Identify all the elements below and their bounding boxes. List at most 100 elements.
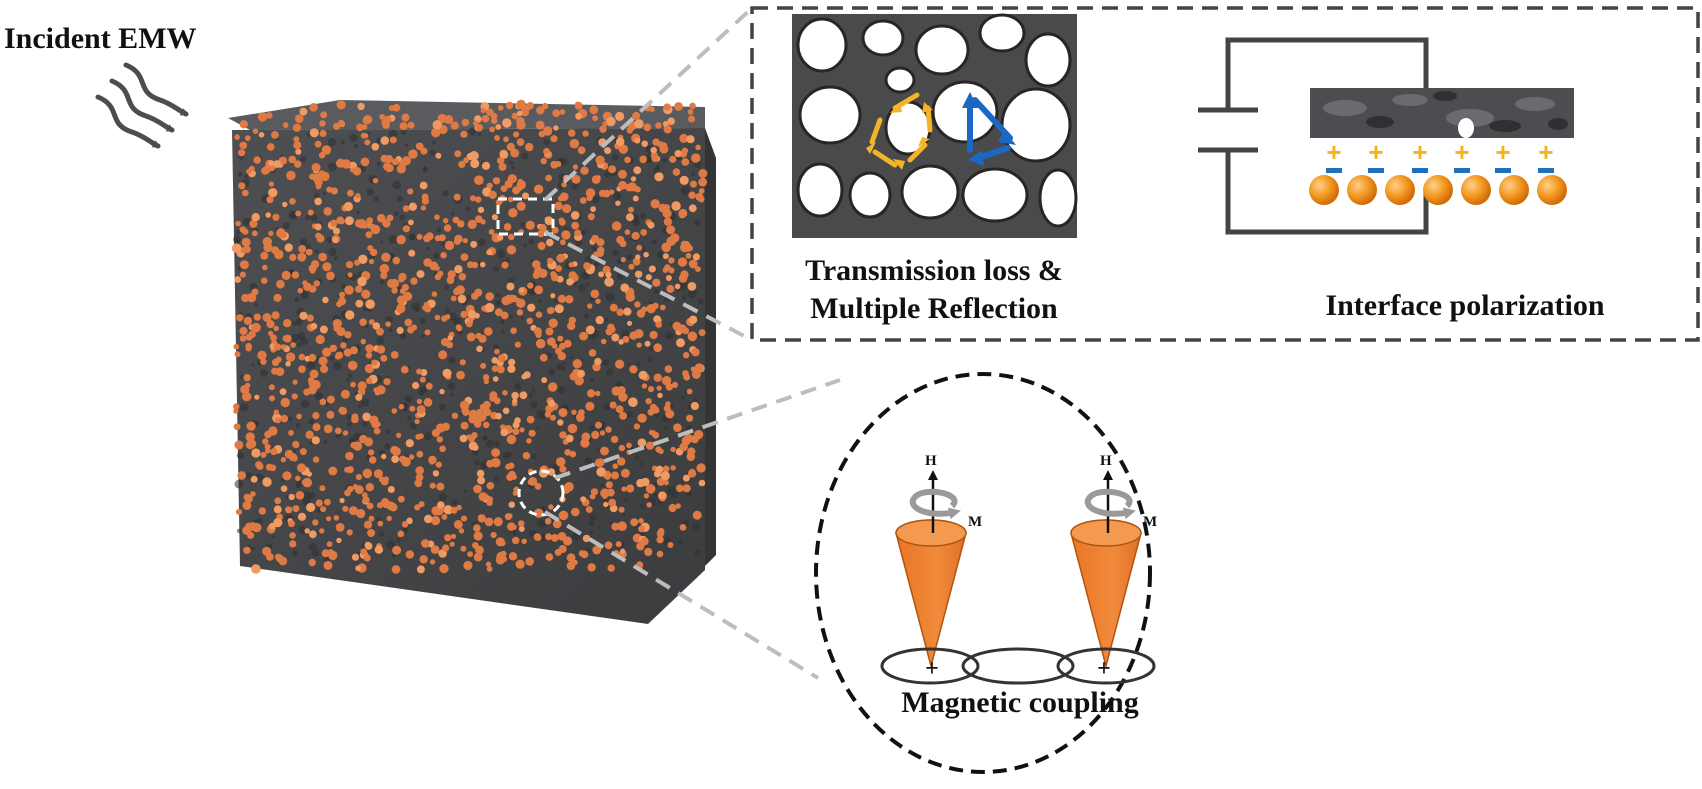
foam-pore [327, 137, 337, 147]
particle [355, 565, 361, 571]
particle [604, 277, 614, 287]
particle [617, 457, 626, 466]
particle [391, 455, 399, 463]
particle [273, 409, 279, 415]
particle [344, 285, 354, 295]
particle [518, 525, 525, 532]
particle [430, 515, 441, 526]
particle [618, 339, 624, 345]
particle [364, 139, 371, 146]
particle [383, 162, 391, 171]
particle [250, 491, 256, 497]
particle [242, 500, 252, 510]
foam-pore [523, 243, 527, 248]
particle [457, 294, 467, 304]
particle [600, 446, 609, 456]
particle [583, 262, 591, 270]
foam-pore [259, 368, 268, 378]
particle [363, 554, 371, 562]
particle [416, 405, 426, 414]
particle [512, 398, 518, 404]
foam-pore [509, 315, 514, 319]
particle [450, 533, 457, 540]
foam-pore [562, 361, 566, 365]
particle [505, 101, 514, 110]
particle [507, 196, 514, 203]
particle [519, 287, 525, 293]
particle [454, 234, 463, 244]
particle [240, 384, 250, 395]
particle [418, 501, 425, 508]
particle [344, 216, 354, 226]
particle [689, 468, 695, 475]
particle [615, 541, 622, 548]
particle [334, 427, 342, 435]
particle [314, 140, 322, 148]
foam-pore [500, 329, 505, 334]
particle [484, 327, 493, 336]
particle [319, 485, 326, 492]
particle [421, 197, 429, 205]
particle [458, 528, 465, 534]
particle [554, 548, 562, 556]
particle [389, 136, 397, 144]
particle [282, 122, 289, 128]
foam-pore [308, 441, 313, 446]
particle [408, 149, 418, 159]
foam-pore [295, 318, 303, 326]
particle [668, 503, 677, 513]
foam-pore [647, 356, 653, 362]
foam-pore [679, 281, 688, 290]
particle [323, 560, 333, 570]
foam-pore [589, 514, 597, 521]
particle [638, 370, 648, 380]
foam-pore [418, 389, 425, 396]
particle [670, 465, 676, 471]
particle [698, 329, 706, 337]
particle [494, 348, 500, 355]
particle [634, 137, 641, 144]
foam-pore [385, 429, 390, 434]
particle [679, 175, 689, 185]
particle [506, 434, 517, 445]
m-label-right: M [1143, 514, 1157, 530]
foam-pore [296, 342, 302, 348]
particle [408, 249, 416, 257]
foam-pore [575, 239, 583, 247]
foam-pore [636, 362, 641, 367]
particle [333, 122, 341, 130]
particle [655, 465, 664, 474]
foam-pore [691, 522, 700, 531]
particle [516, 99, 526, 110]
particle [674, 150, 682, 158]
particle [599, 430, 606, 436]
particle [340, 342, 347, 349]
foam-pore [598, 525, 602, 529]
particle [364, 363, 374, 374]
particle [599, 189, 607, 197]
particle [322, 296, 329, 304]
foam-pore [588, 424, 595, 430]
particle [520, 107, 530, 117]
particle [296, 413, 302, 420]
particle [280, 414, 289, 423]
foam-pore [291, 333, 300, 343]
foam-pore [322, 191, 327, 196]
particle [503, 223, 512, 231]
foam-pore [353, 432, 361, 440]
particle [585, 506, 593, 513]
foam-pore [581, 230, 587, 236]
foam-pore [605, 292, 615, 302]
particle [431, 506, 441, 516]
particle [238, 182, 246, 190]
particle [656, 529, 665, 538]
particle [419, 181, 428, 190]
particle [442, 544, 450, 552]
particle [626, 127, 634, 134]
particle [656, 550, 664, 558]
particle [462, 238, 468, 244]
particle [498, 162, 507, 171]
foam-pore [392, 180, 402, 190]
particle [239, 271, 246, 278]
foam-pore [536, 518, 546, 528]
